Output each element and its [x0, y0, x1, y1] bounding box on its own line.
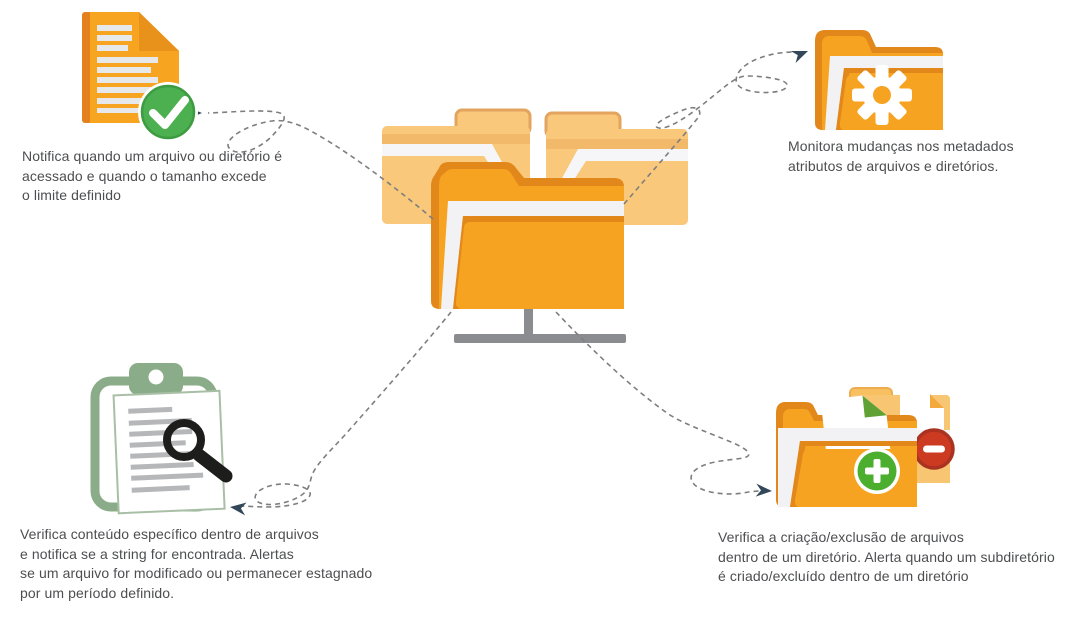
connector-bottom-left: [237, 311, 452, 508]
feature-text-content-search: Verifica conteúdo específico dentro de a…: [20, 526, 373, 601]
feature-text-access-size: Notifica quando um arquivo ou diretório …: [22, 148, 283, 203]
connector-bottom-right: [555, 311, 765, 495]
arrowhead-bottom-left: [230, 502, 247, 516]
check-badge: [138, 82, 198, 142]
connector-top-right: [623, 51, 795, 205]
document-check-icon: [82, 12, 198, 142]
folder-create: [776, 395, 917, 507]
network-folders-icon: [382, 108, 688, 343]
folder-gear-icon: [815, 30, 943, 130]
minus-badge: [913, 428, 955, 470]
feature-text-create-delete: Verifica a criação/exclusão de arquivos …: [718, 529, 1055, 584]
folder-front-icon: [431, 162, 624, 309]
gear-glyph: [852, 65, 912, 125]
arrowhead-top-right: [790, 50, 808, 64]
document-text-lines: [97, 25, 158, 113]
connector-top-left: [207, 110, 434, 220]
plus-badge: [854, 448, 900, 494]
folder-create-delete-icon: [776, 387, 955, 507]
clipboard-magnifier-icon: [90, 363, 233, 515]
feature-text-metadata: Monitora mudanças nos metadados atributo…: [788, 138, 1014, 174]
magnifier-glyph: [163, 419, 233, 483]
arrowhead-bottom-right: [755, 483, 772, 497]
